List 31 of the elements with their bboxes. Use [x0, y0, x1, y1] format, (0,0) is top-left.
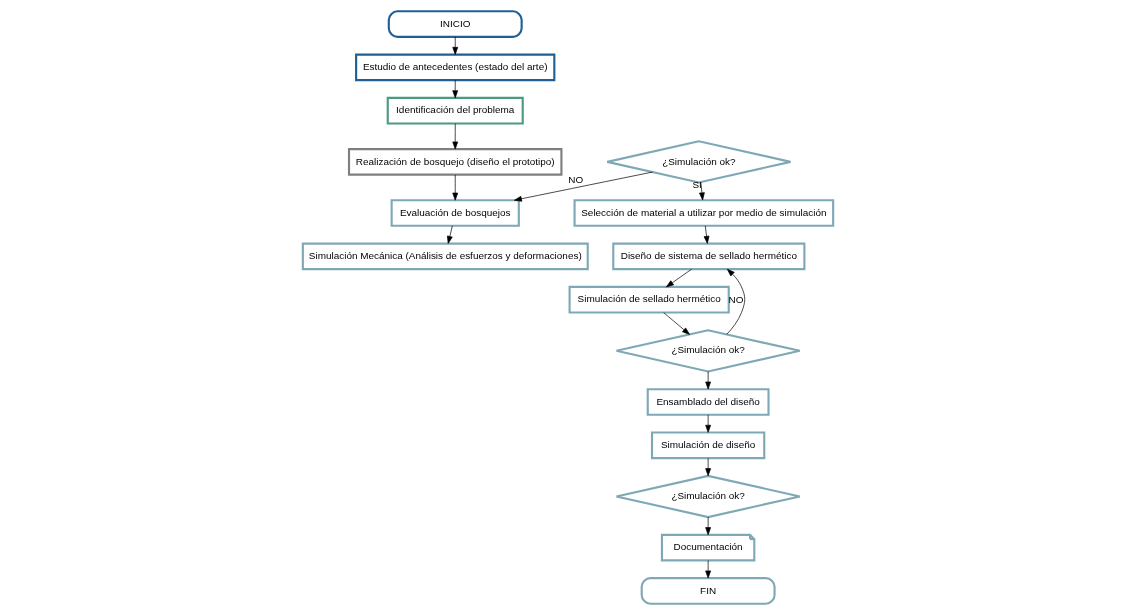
node-box: Diseño de sistema de sellado hermético	[611, 242, 805, 271]
arrow	[451, 174, 458, 201]
arrow	[704, 457, 711, 477]
node-box: Selección de material a utilizar por medio de simulación	[573, 199, 834, 227]
arrow	[513, 171, 653, 202]
arrow	[704, 414, 711, 433]
arrow	[451, 36, 458, 55]
arrow	[704, 371, 711, 390]
node-box: FIN	[640, 577, 776, 605]
node-box: Ensamblado del diseño	[646, 388, 770, 416]
arrow	[725, 268, 745, 335]
node-box: Evaluación de bosquejos	[390, 199, 520, 227]
node-box: Estudio de antecedentes (estado del arte)	[354, 53, 555, 82]
arrow	[698, 181, 705, 201]
node-box: INICIO	[387, 10, 523, 38]
node-box: Simulación de sellado hermético	[568, 285, 730, 314]
arrow	[704, 516, 711, 536]
arrow	[446, 225, 453, 244]
node-box: Simulación Mecánica (Análisis de esfuerzos y deformaciones)	[301, 242, 589, 271]
edge-label: NO	[728, 293, 744, 305]
arrow	[665, 268, 692, 288]
node-diamond: ¿Simulación ok?	[614, 474, 801, 519]
arrow	[662, 312, 690, 335]
arrow	[704, 560, 711, 579]
node-box: Identificación del problema	[386, 96, 524, 125]
arrow	[451, 79, 458, 99]
node-box: Simulación de diseño	[650, 431, 765, 460]
arrow	[451, 123, 458, 150]
edge-label: NO	[567, 174, 583, 186]
arrow	[703, 225, 709, 244]
node-box: Realización de bosquejo (diseño el prototipo)	[347, 148, 562, 176]
